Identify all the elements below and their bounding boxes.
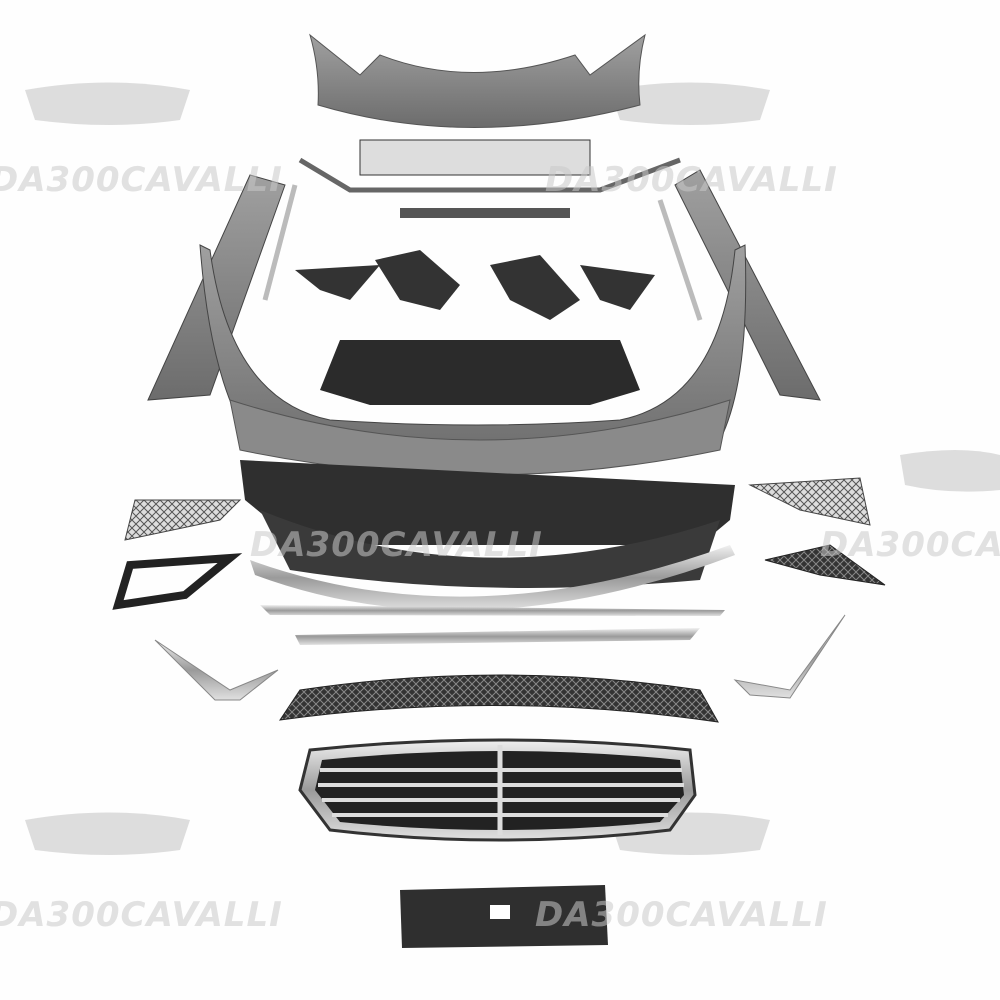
watermark-text: DA300CAVALLI [0, 895, 283, 935]
watermark-text: DA300CAVALLI [535, 895, 828, 935]
rear-diffuser [359, 139, 591, 176]
front-grille [298, 738, 697, 842]
fog-bezel-left [112, 553, 243, 610]
bumper-reinforcement [240, 460, 735, 545]
lower-grille-frame [260, 510, 720, 588]
chrome-trim-left [154, 639, 279, 701]
mounting-brackets [295, 250, 655, 320]
license-plate-hole [490, 905, 510, 919]
rear-bumper [309, 33, 646, 128]
watermark-text: DA300CAVALLI [545, 160, 838, 200]
watermark-text: DA300CAVALLI [820, 525, 1000, 565]
chrome-strip-lower [295, 628, 700, 645]
fog-grille-left [124, 499, 242, 541]
side-skirt-right [674, 169, 821, 401]
lower-mesh-grille [278, 674, 719, 723]
watermark-logo [25, 82, 1000, 855]
side-trim-right [657, 199, 703, 321]
chrome-strip-middle [260, 605, 725, 616]
engine-undertray [320, 340, 640, 405]
rear-trim-strip [298, 157, 681, 193]
side-trim-left [262, 184, 298, 301]
chrome-trim-right [733, 614, 846, 699]
fog-grille-right [748, 477, 871, 526]
watermark-text: DA300CAVALLI [0, 160, 283, 200]
watermark-text: DA300CAVALLI [250, 525, 543, 565]
chrome-strip-upper [250, 545, 735, 611]
rear-reflector-strip [400, 208, 570, 218]
fog-bezel-right [764, 544, 886, 586]
